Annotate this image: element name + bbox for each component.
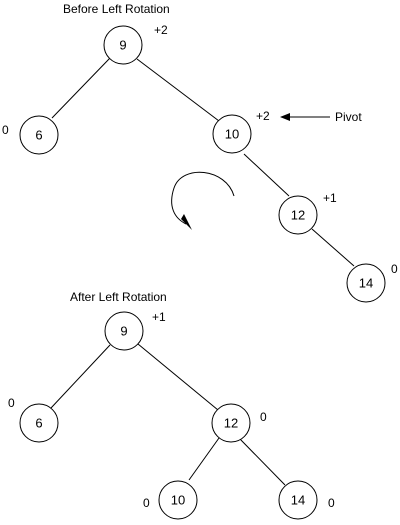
tree-node: 6 — [19, 115, 59, 155]
tree-node: 14 — [346, 263, 386, 303]
balance-factor: +2 — [256, 109, 270, 123]
edge-9-10 — [136, 58, 220, 122]
node-label: 6 — [35, 128, 42, 143]
pivot-label: Pivot — [335, 110, 362, 124]
node-label: 14 — [291, 493, 305, 508]
tree-node: 9 — [104, 311, 144, 351]
edge-12-10 — [188, 437, 220, 481]
balance-factor: 0 — [260, 410, 267, 424]
rotate-arrowhead-icon — [181, 214, 192, 230]
edge-12-14 — [311, 228, 355, 267]
after-title: After Left Rotation — [70, 290, 167, 304]
balance-factor: +1 — [323, 191, 337, 205]
node-label: 12 — [224, 416, 238, 431]
tree-node: 6 — [19, 403, 59, 443]
balance-factor: 0 — [328, 496, 335, 510]
edge-9-6 — [51, 57, 111, 119]
balance-factor: +1 — [152, 310, 166, 324]
node-label: 9 — [119, 38, 126, 53]
balance-factor: 0 — [391, 262, 398, 276]
edge-9-12 — [137, 343, 219, 411]
rotate-left-arrow-icon — [171, 171, 235, 225]
tree-node: 10 — [212, 114, 252, 154]
node-label: 6 — [35, 416, 42, 431]
tree-node: 14 — [278, 480, 318, 520]
node-label: 10 — [225, 127, 239, 142]
edge-9-6 — [50, 344, 111, 409]
tree-node: 10 — [158, 480, 198, 520]
edge-12-14 — [238, 437, 286, 486]
balance-factor: 0 — [2, 123, 9, 137]
balance-factor: 0 — [8, 396, 15, 410]
tree-node: 12 — [211, 403, 251, 443]
node-label: 10 — [171, 493, 185, 508]
edge-10-12 — [243, 153, 290, 197]
balance-factor: 0 — [143, 496, 150, 510]
tree-node: 9 — [103, 25, 143, 65]
tree-node: 12 — [278, 195, 318, 235]
node-label: 14 — [359, 276, 373, 291]
before-title: Before Left Rotation — [63, 2, 170, 16]
node-label: 12 — [291, 208, 305, 223]
node-label: 9 — [120, 324, 127, 339]
balance-factor: +2 — [154, 23, 168, 37]
